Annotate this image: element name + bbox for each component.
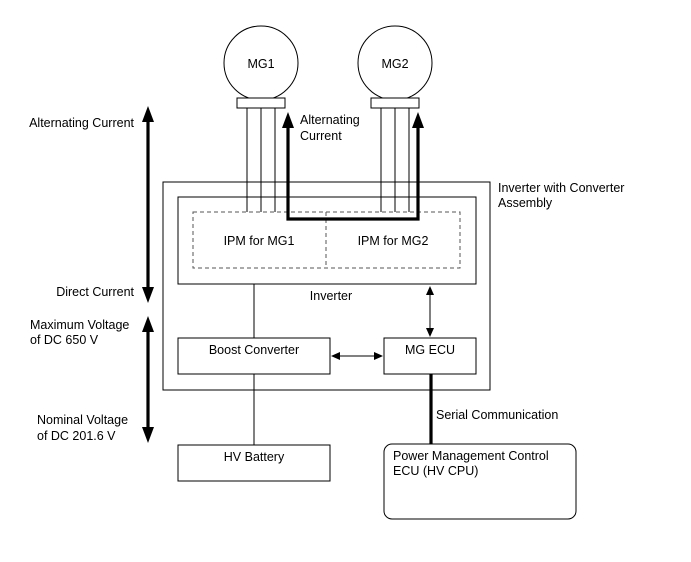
- mg2-three-phase-wires: [380, 108, 410, 212]
- ac-dc-range-arrow: [142, 106, 154, 303]
- max-voltage-label-line2: of DC 650 V: [30, 333, 99, 347]
- mg1-label: MG1: [247, 57, 274, 71]
- alternating-current-mid-label-line2: Current: [300, 129, 342, 143]
- alternating-current-flow-path: [282, 112, 424, 221]
- ipm-mg2-label: IPM for MG2: [358, 234, 429, 248]
- serial-communication-label: Serial Communication: [436, 408, 558, 422]
- nominal-voltage-label-line2: of DC 201.6 V: [37, 429, 116, 443]
- alternating-current-mid-label-line1: Alternating: [300, 113, 360, 127]
- mg-ecu-label: MG ECU: [405, 343, 455, 357]
- mg1-three-phase-wires: [246, 108, 276, 212]
- alternating-current-left-label: Alternating Current: [29, 116, 134, 130]
- direct-current-label: Direct Current: [56, 285, 134, 299]
- inverter-label: Inverter: [310, 289, 352, 303]
- ipm-mg1-label: IPM for MG1: [224, 234, 295, 248]
- mg-ecu-box: [383, 337, 477, 375]
- voltage-range-arrow: [142, 316, 154, 443]
- assembly-label-line2: Assembly: [498, 196, 553, 210]
- power-management-label-line2: ECU (HV CPU): [393, 464, 478, 478]
- boost-mgecu-link-arrow: [331, 352, 383, 360]
- nominal-voltage-label-line1: Nominal Voltage: [37, 413, 128, 427]
- mg1-motor: MG1: [223, 25, 299, 109]
- max-voltage-label-line1: Maximum Voltage: [30, 318, 129, 332]
- boost-converter-label: Boost Converter: [209, 343, 299, 357]
- boost-converter-box: [177, 337, 331, 375]
- power-management-ecu-box: [383, 443, 577, 520]
- power-management-label-line1: Power Management Control: [393, 449, 549, 463]
- hv-battery-label: HV Battery: [224, 450, 285, 464]
- mg2-label: MG2: [381, 57, 408, 71]
- assembly-label-line1: Inverter with Converter: [498, 181, 624, 195]
- ipm-modules: [192, 211, 461, 269]
- inverter-mgecu-link-arrow: [426, 286, 434, 337]
- hv-battery-box: [177, 444, 331, 482]
- mg2-motor: MG2: [357, 25, 433, 109]
